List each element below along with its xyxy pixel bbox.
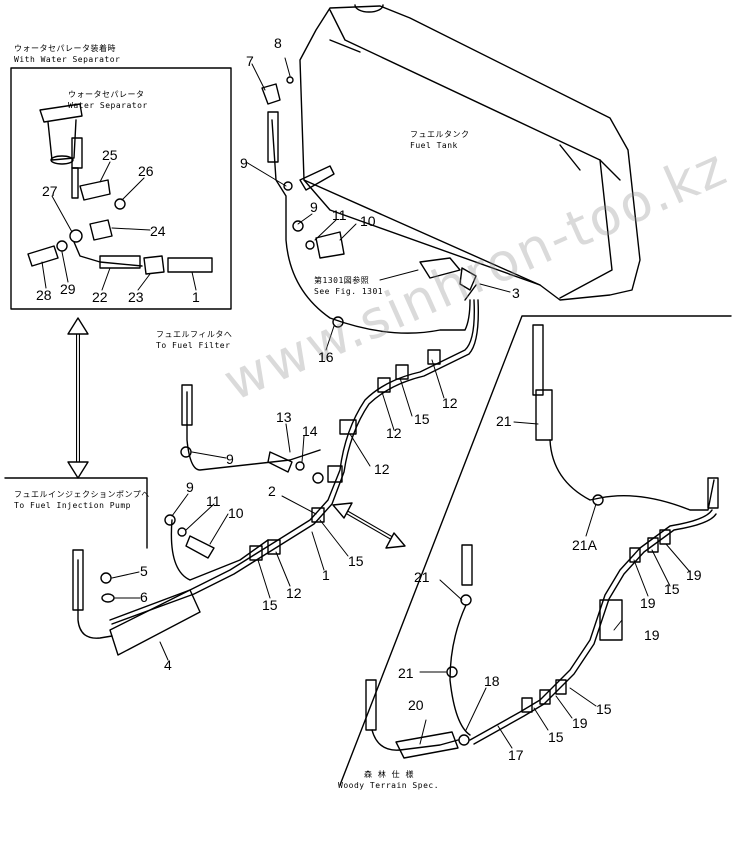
caption-water-separator-jp: ウォータセパレータ: [68, 90, 145, 99]
inset-box-injection-pump: [4, 477, 148, 549]
caption-with-separator-en: With Water Separator: [14, 55, 121, 64]
callout-15: 15: [664, 581, 680, 597]
callout-9: 9: [240, 155, 248, 171]
callout-8: 8: [274, 35, 282, 51]
callout-15: 15: [262, 597, 278, 613]
callout-25: 25: [102, 147, 118, 163]
double-arrow-vertical: [67, 317, 89, 479]
caption-woody-en: Woody Terrain Spec.: [338, 781, 440, 790]
caption-see-fig-en: See Fig. 1301: [314, 287, 384, 296]
caption-fuel-tank-jp: フュエルタンク: [410, 130, 470, 139]
callout-20: 20: [408, 697, 424, 713]
fittings-main: [72, 76, 477, 656]
callout-19: 19: [686, 567, 702, 583]
callout-3: 3: [512, 285, 520, 301]
callout-13: 13: [276, 409, 292, 425]
callout-15: 15: [414, 411, 430, 427]
callout-4: 4: [164, 657, 172, 673]
callout-9: 9: [310, 199, 318, 215]
caption-woody-jp: 森 林 仕 様: [364, 770, 414, 779]
callout-26: 26: [138, 163, 154, 179]
callout-15: 15: [596, 701, 612, 717]
callout-12: 12: [374, 461, 390, 477]
caption-to-filter-en: To Fuel Filter: [156, 341, 231, 350]
callout-29: 29: [60, 281, 76, 297]
caption-see-fig-jp: 第1301図参照: [314, 276, 370, 285]
inset-box-water-separator: [10, 67, 232, 310]
fuel-lines: [77, 119, 479, 639]
water-separator-components: [27, 103, 213, 275]
woody-terrain-components: [365, 324, 719, 759]
callout-17: 17: [508, 747, 524, 763]
callout-21a: 21A: [572, 537, 597, 553]
caption-to-filter-jp: フュエルフィルタへ: [156, 330, 233, 339]
callout-21: 21: [414, 569, 430, 585]
callout-21: 21: [496, 413, 512, 429]
callout-16: 16: [318, 349, 334, 365]
callout-5: 5: [140, 563, 148, 579]
callout-12: 12: [442, 395, 458, 411]
callout-19: 19: [644, 627, 660, 643]
callout-28: 28: [36, 287, 52, 303]
caption-to-pump-en: To Fuel Injection Pump: [14, 501, 131, 510]
callout-11: 11: [332, 207, 347, 223]
fuel-tank-drawing: [299, 4, 641, 301]
callout-9: 9: [226, 451, 234, 467]
caption-to-pump-jp: フュエルインジェクションポンプへ: [14, 490, 150, 499]
callout-10: 10: [360, 213, 376, 229]
caption-with-separator-jp: ウォータセパレータ装着時: [14, 44, 116, 53]
callout-27: 27: [42, 183, 58, 199]
callout-15: 15: [548, 729, 564, 745]
callout-10: 10: [228, 505, 244, 521]
callout-23: 23: [128, 289, 144, 305]
callout-21: 21: [398, 665, 414, 681]
callout-19: 19: [640, 595, 656, 611]
callout-12: 12: [386, 425, 402, 441]
callout-14: 14: [302, 423, 318, 439]
leader-lines-inset: [41, 161, 197, 291]
callout-22: 22: [92, 289, 108, 305]
double-arrow-diagonal: [332, 502, 406, 549]
leader-lines-woody: [419, 421, 691, 749]
callout-1: 1: [192, 289, 200, 305]
inset-box-woody-terrain: [339, 315, 732, 786]
callout-2: 2: [268, 483, 276, 499]
callout-7: 7: [246, 53, 254, 69]
leader-lines-main: [111, 57, 511, 661]
callout-6: 6: [140, 589, 148, 605]
callout-18: 18: [484, 673, 500, 689]
callout-12: 12: [286, 585, 302, 601]
callout-11: 11: [206, 493, 221, 509]
callout-1: 1: [322, 567, 330, 583]
callout-9: 9: [186, 479, 194, 495]
caption-fuel-tank-en: Fuel Tank: [410, 141, 458, 150]
caption-water-separator-en: Water Separator: [68, 101, 148, 110]
callout-19: 19: [572, 715, 588, 731]
callout-24: 24: [150, 223, 166, 239]
callout-15: 15: [348, 553, 364, 569]
